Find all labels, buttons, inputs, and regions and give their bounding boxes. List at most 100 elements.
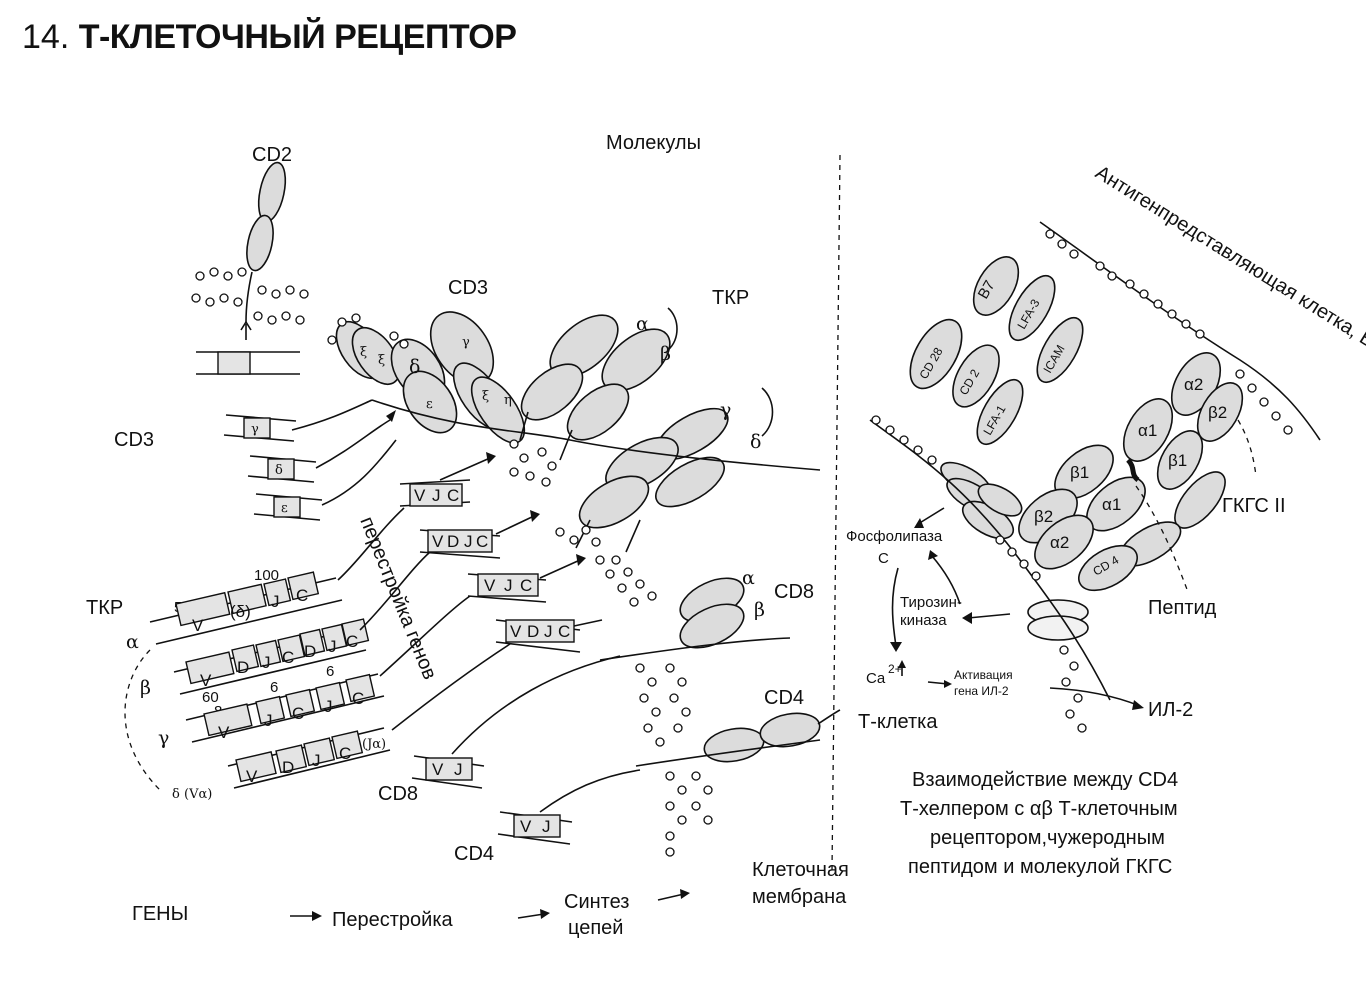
right-carbohydrates xyxy=(871,415,1087,733)
svg-text:C: C xyxy=(447,486,459,505)
svg-text:C: C xyxy=(296,586,308,605)
label-peptide: Пептид xyxy=(1148,597,1217,619)
svg-text:J: J xyxy=(271,592,280,611)
lfa3-molecule xyxy=(1008,275,1056,341)
tcr-gamma-gene: 60 8 γ V J C J C xyxy=(158,673,385,749)
cd2r-molecule xyxy=(952,344,1000,408)
page-title: 14. Т-КЛЕТОЧНЫЙ РЕЦЕПТОР xyxy=(22,18,517,57)
cd4r-molecule xyxy=(1078,544,1138,592)
rearranged-vdjc-1: V D J C xyxy=(419,529,501,559)
cd28-molecule xyxy=(909,318,963,390)
svg-text:C: C xyxy=(352,689,364,708)
svg-text:V: V xyxy=(200,671,212,690)
signal-arrows xyxy=(890,507,1144,710)
svg-text:α: α xyxy=(742,567,755,589)
membrane-cd8 xyxy=(599,637,791,661)
cd3-epsilon-gene: ε xyxy=(253,493,323,521)
label-phospholipase: Фосфолипаза xyxy=(846,528,943,545)
b7-molecule xyxy=(972,256,1020,316)
svg-text:B7: B7 xyxy=(975,278,999,302)
svg-text:α2: α2 xyxy=(1184,375,1203,394)
svg-text:γ: γ xyxy=(158,727,169,749)
cd8-molecule: α β xyxy=(635,567,765,747)
svg-text:V: V xyxy=(414,486,426,505)
label-phospholipase-c: С xyxy=(878,550,889,567)
cd4-gene: V J xyxy=(497,769,641,845)
label-cd8-gene: CD8 xyxy=(378,783,418,805)
svg-text:β1: β1 xyxy=(1070,463,1089,482)
svg-text:C: C xyxy=(292,704,304,723)
svg-text:α1: α1 xyxy=(1102,495,1121,514)
label-synth-2: цепей xyxy=(568,917,623,939)
svg-text:(Vα): (Vα) xyxy=(184,787,212,802)
arrow-cd3-epsilon xyxy=(321,439,397,506)
cd2-gene xyxy=(196,351,300,375)
svg-text:J: J xyxy=(454,760,463,779)
label-ca-sup: 2+ xyxy=(888,662,902,676)
apc-membrane xyxy=(1039,221,1321,441)
svg-text:β: β xyxy=(140,677,151,699)
svg-text:6: 6 xyxy=(326,663,334,680)
svg-text:V: V xyxy=(192,616,204,635)
svg-text:D: D xyxy=(447,532,459,551)
cd3-gamma-gene: γ xyxy=(223,414,297,442)
svg-text:γ: γ xyxy=(251,422,259,437)
caption-line-2: Т-хелпером с αβ Т-клеточным xyxy=(900,798,1178,820)
caption-line-1: Взаимодействие между CD4 xyxy=(912,769,1178,791)
svg-text:C: C xyxy=(339,744,351,763)
svg-text:α1: α1 xyxy=(1138,421,1157,440)
mhc-pointer xyxy=(1237,419,1257,477)
svg-text:V: V xyxy=(510,622,522,641)
svg-text:α: α xyxy=(636,313,649,335)
label-rearr: Перестройка xyxy=(332,909,454,931)
svg-text:J: J xyxy=(544,622,553,641)
rearranged-vdjc-2: V D J C xyxy=(495,619,581,653)
svg-text:η: η xyxy=(504,393,512,408)
label-genes: ГЕНЫ xyxy=(132,903,188,925)
label-molecules: Молекулы xyxy=(606,132,701,154)
svg-text:(Jα): (Jα) xyxy=(362,737,386,752)
svg-text:α2: α2 xyxy=(1050,533,1069,552)
svg-text:δ: δ xyxy=(409,356,420,378)
membrane-cd4 xyxy=(635,739,821,767)
label-tyrosine-1: Тирозин- xyxy=(900,594,962,611)
label-tcr-gene: ТКР xyxy=(86,597,123,619)
svg-text:D: D xyxy=(282,758,294,777)
svg-text:D: D xyxy=(527,622,539,641)
svg-text:V: V xyxy=(484,576,496,595)
peptide-shape xyxy=(1126,458,1140,482)
svg-text:J: J xyxy=(324,697,333,716)
cd3-complex: ξ ξ δ γ ε ξ η xyxy=(327,311,526,444)
caption-block: Взаимодействие между CD4 Т-хелпером с αβ… xyxy=(900,769,1178,878)
tcr-carbohydrates xyxy=(509,439,657,607)
svg-text:C: C xyxy=(520,576,532,595)
svg-text:J: J xyxy=(464,532,473,551)
label-tyrosine-2: киназа xyxy=(900,612,947,629)
svg-text:D: D xyxy=(237,658,249,677)
label-tcr-molecule: ТКР xyxy=(712,287,749,309)
tcr-alpha-beta: α β xyxy=(519,307,678,461)
membrane-upper xyxy=(371,399,821,471)
svg-text:ξ: ξ xyxy=(360,345,367,360)
cd4-molecule xyxy=(665,709,841,857)
title-text: Т-КЛЕТОЧНЫЙ РЕЦЕПТОР xyxy=(78,18,517,56)
rearranged-vjc-2: V J C xyxy=(467,573,547,603)
mhc-b2-upper xyxy=(1196,382,1244,442)
tcr-alpha-gene: α V (δ) J C xyxy=(126,571,343,653)
svg-text:V: V xyxy=(218,723,230,742)
svg-text:ε: ε xyxy=(426,397,433,412)
svg-text:60: 60 xyxy=(202,689,219,706)
icam-molecule xyxy=(1036,317,1084,383)
label-cd2-top: CD2 xyxy=(252,144,292,166)
label-tcell: Т-клетка xyxy=(858,711,938,733)
tcell-membrane xyxy=(869,419,1111,701)
title-number: 14. xyxy=(22,18,70,56)
peptide-pointer xyxy=(1135,485,1189,593)
mhc-b1-upper xyxy=(1156,430,1204,490)
tcr-beta-gene: β V D J C D J C 6 6 xyxy=(140,618,370,699)
label-mhc2: ГКГС II xyxy=(1222,495,1286,517)
label-activation-2: гена ИЛ-2 xyxy=(954,684,1009,698)
svg-text:(δ): (δ) xyxy=(230,602,251,621)
